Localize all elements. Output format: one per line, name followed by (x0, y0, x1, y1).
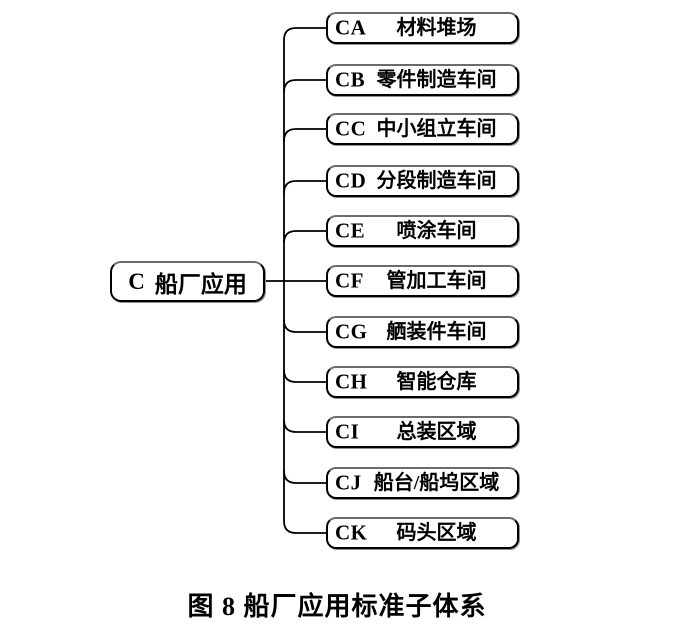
tree-node-ca: CA 材料堆场 (326, 12, 519, 44)
tree-node-cg: CG 舾装件车间 (326, 316, 519, 348)
tree-node-ck: CK 码头区域 (326, 517, 519, 549)
tree-node-cj: CJ 船台/船坞区域 (326, 467, 519, 499)
node-label: 舾装件车间 (386, 321, 487, 343)
node-label: 分段制造车间 (376, 170, 497, 192)
connector-ch (283, 369, 327, 383)
node-label: 中小组立车间 (376, 118, 497, 140)
figure-caption: 图 8 船厂应用标准子体系 (187, 592, 487, 621)
tree-node-cc: CC 中小组立车间 (326, 113, 519, 145)
connector-cg (283, 319, 327, 333)
connector-cc (283, 128, 327, 142)
node-code: CB (335, 67, 366, 92)
tree-node-ch: CH 智能仓库 (326, 366, 519, 398)
node-code: CH (335, 369, 368, 394)
connector-cb (283, 79, 327, 93)
node-label: 喷涂车间 (396, 220, 477, 242)
node-label: 船台/船坞区域 (373, 472, 500, 494)
node-code: CC (335, 116, 367, 141)
node-code: CA (335, 15, 367, 40)
root-node-code: C (128, 268, 145, 294)
node-label: 材料堆场 (396, 17, 477, 39)
tree-root-node: C 船厂应用 (110, 261, 265, 302)
node-code: CF (335, 268, 364, 293)
node-code: CD (335, 168, 367, 193)
root-node-label: 船厂应用 (154, 271, 247, 297)
node-label: 智能仓库 (396, 371, 477, 393)
node-label: 管加工车间 (386, 270, 487, 292)
node-code: CI (335, 419, 360, 444)
tree-node-cd: CD 分段制造车间 (326, 165, 519, 197)
connector-ce (283, 230, 327, 244)
node-label: 零件制造车间 (376, 69, 497, 91)
tree-node-ce: CE 喷涂车间 (326, 215, 519, 247)
node-code: CK (335, 520, 368, 545)
node-code: CE (335, 218, 366, 243)
connector-cj (283, 470, 327, 484)
connector-cd (283, 180, 327, 194)
tree-node-cf: CF 管加工车间 (326, 265, 519, 297)
tree-node-cb: CB 零件制造车间 (326, 64, 519, 96)
node-label: 总装区域 (396, 421, 477, 443)
tree-node-ci: CI 总装区域 (326, 416, 519, 448)
node-label: 码头区域 (396, 522, 477, 544)
node-code: CJ (335, 470, 362, 495)
connector-ci (283, 419, 327, 433)
node-code: CG (335, 319, 368, 344)
